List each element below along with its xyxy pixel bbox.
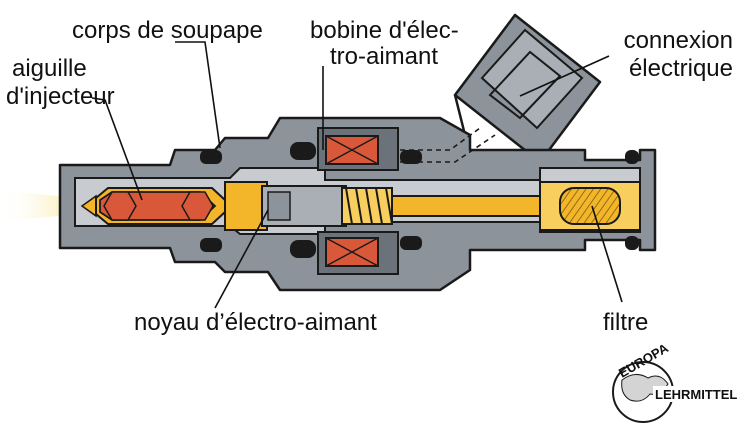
fuel-filter	[539, 181, 641, 231]
return-spring	[341, 187, 393, 225]
injector-needle	[95, 187, 226, 225]
label-connexion-line1: connexion	[624, 27, 733, 54]
o-rings	[200, 142, 639, 258]
label-connexion-line2: électrique	[629, 55, 733, 82]
armature-core	[224, 181, 347, 231]
solenoid-coils	[317, 127, 399, 275]
leader-lines	[91, 41, 623, 309]
europa-lehrmittel-logo: EUROPA LEHRMITTEL	[612, 340, 737, 423]
label-aiguille-line2: d'injecteur	[6, 83, 115, 110]
fuel-tube	[391, 195, 543, 217]
label-filtre: filtre	[603, 309, 648, 336]
label-corps-de-soupape: corps de soupape	[72, 17, 263, 44]
svg-text:LEHRMITTEL: LEHRMITTEL	[655, 387, 737, 402]
label-aiguille-line1: aiguille	[12, 55, 87, 82]
electrical-connector	[453, 13, 602, 172]
label-noyau: noyau d’électro-aimant	[134, 309, 377, 336]
label-bobine-line1: bobine d'élec-	[310, 17, 459, 44]
label-bobine-line2: tro-aimant	[330, 43, 438, 70]
